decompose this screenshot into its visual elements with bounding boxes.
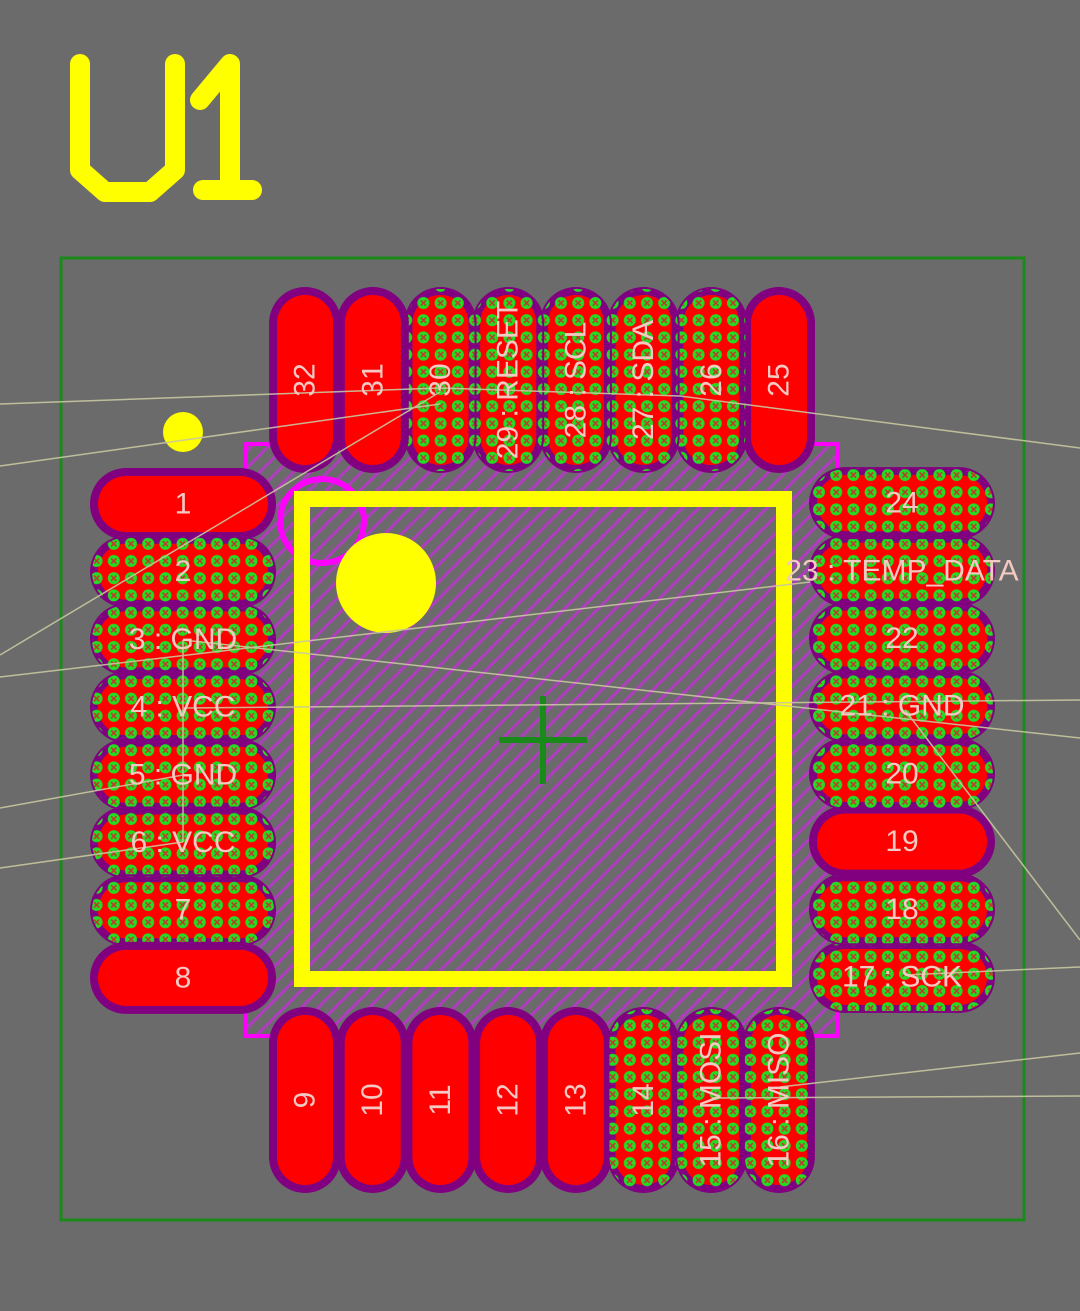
pad-label-17: 17 : SCK (842, 961, 962, 994)
pad-label-2: 2 (175, 555, 192, 588)
pin1-dot-indicator (163, 412, 203, 452)
pad-label-9: 9 (289, 1092, 322, 1109)
pad-label-1: 1 (175, 488, 192, 521)
pad-label-7: 7 (175, 894, 192, 927)
pad-label-28: 28 : SCL (559, 322, 592, 439)
pad-label-15: 15 : MOSI (695, 1032, 728, 1167)
pad-label-32: 32 (289, 363, 322, 396)
pad-label-26: 26 (695, 363, 728, 396)
pad-label-20: 20 (885, 757, 918, 790)
pad-label-19: 19 (885, 825, 918, 858)
pad-label-22: 22 (885, 622, 918, 655)
pad-label-10: 10 (356, 1083, 389, 1116)
pads-right-side (809, 467, 995, 1013)
pad-label-21: 21 : GND (839, 690, 964, 723)
pad-label-13: 13 (559, 1083, 592, 1116)
pad-label-23: 23 : TEMP_DATA (785, 554, 1018, 587)
designator-u1 (80, 64, 252, 192)
pad-label-31: 31 (356, 363, 389, 396)
pad-label-29: 29 : RESET (492, 301, 525, 459)
pad-label-27: 27 : SDA (627, 320, 660, 440)
pad-label-6: 6 : VCC (130, 826, 235, 859)
pads-bottom-side (269, 1007, 815, 1193)
pad-label-11: 11 (424, 1084, 457, 1115)
pad-label-8: 8 (175, 961, 192, 994)
pad-label-4: 4 : VCC (130, 691, 235, 724)
pad-label-3: 3 : GND (129, 623, 237, 656)
pad-label-24: 24 (885, 487, 918, 520)
pad-label-25: 25 (763, 363, 796, 396)
pad-label-30: 30 (424, 363, 457, 396)
pad-label-14: 14 (627, 1083, 660, 1116)
pad-label-12: 12 (492, 1083, 525, 1116)
pin1-large-dot (336, 533, 436, 633)
pad-label-16: 16 : MISO (762, 1032, 795, 1167)
pad-label-18: 18 (885, 893, 918, 926)
pad-label-5: 5 : GND (129, 758, 237, 791)
